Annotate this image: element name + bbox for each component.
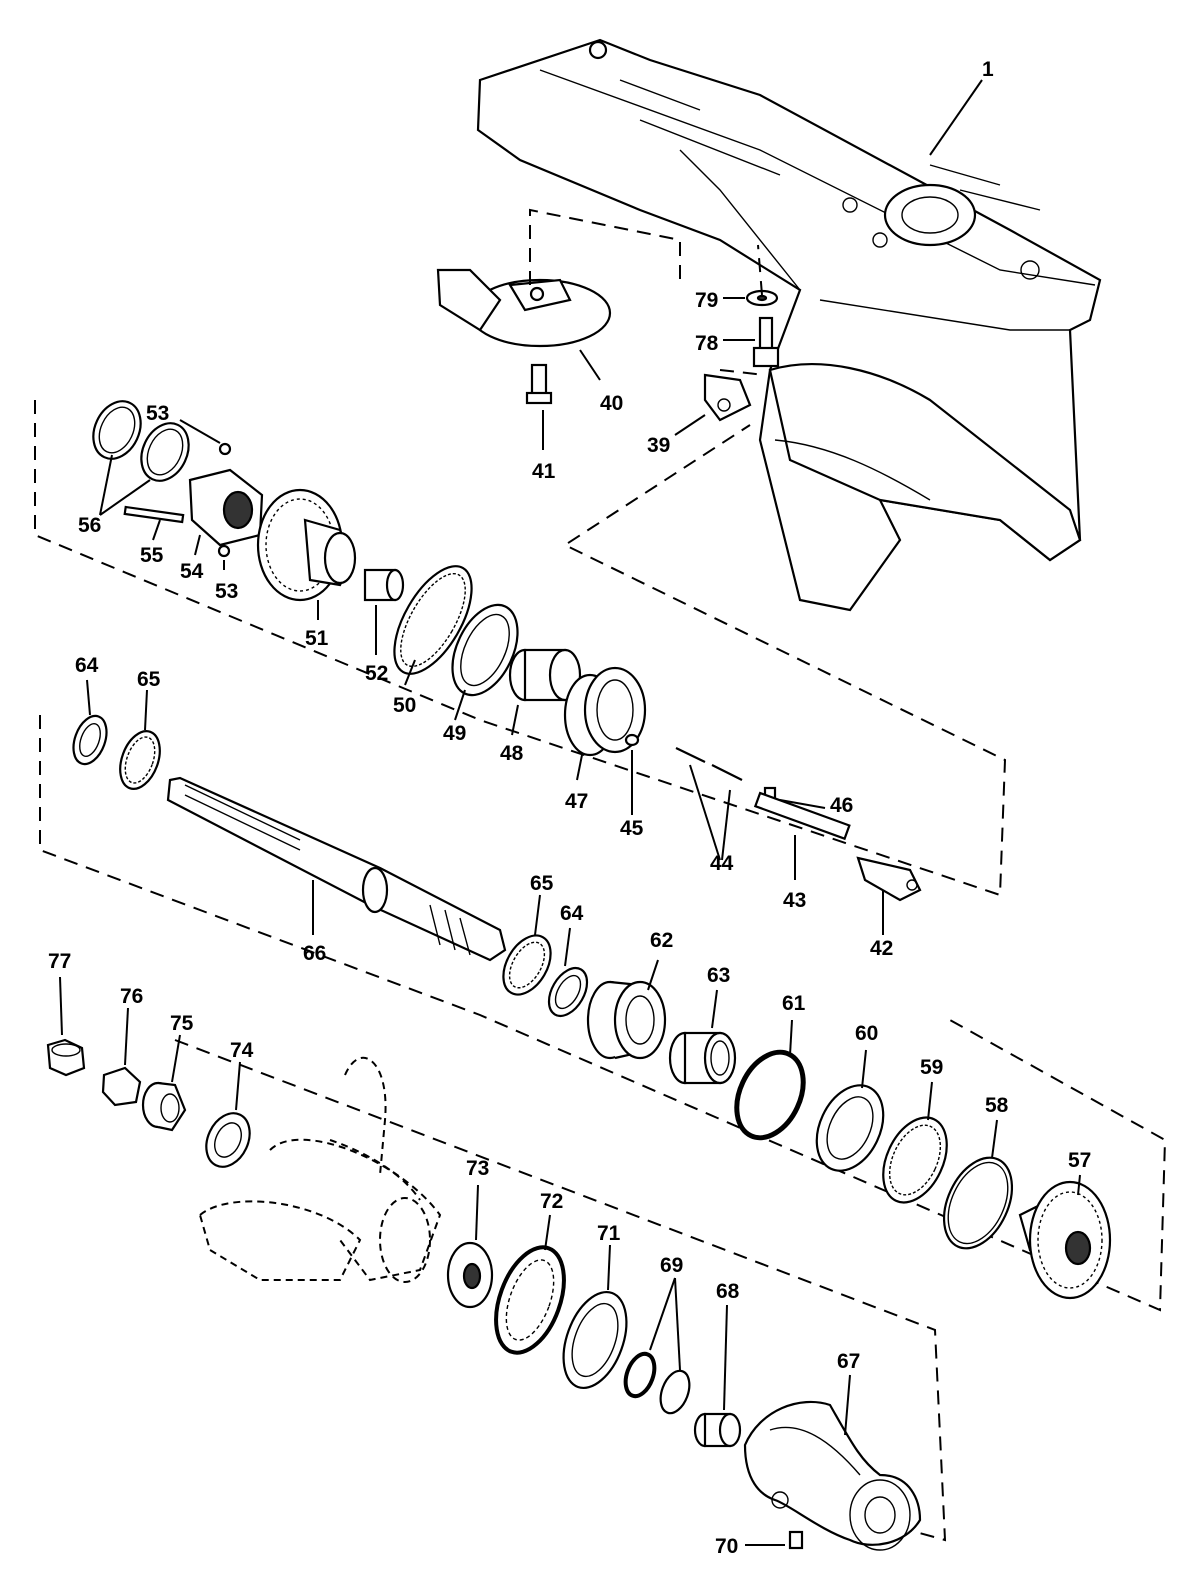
screw-41 (525, 363, 553, 405)
thrust-bearing-65b (502, 934, 552, 996)
thrust-washer-64b (547, 967, 589, 1017)
label-46: 46 (830, 794, 853, 817)
detent-ball-53b (217, 544, 231, 558)
thrust-bearing-50 (393, 565, 473, 675)
label-52: 52 (365, 662, 388, 685)
detent-ball-53a (218, 442, 232, 456)
label-61: 61 (782, 992, 806, 1015)
guide-dash-anode (529, 208, 681, 285)
ring-56b (140, 422, 190, 482)
label-58: 58 (985, 1094, 1009, 1117)
label-50: 50 (393, 694, 416, 717)
label-49: 49 (443, 722, 466, 745)
label-39: 39 (647, 434, 670, 457)
label-78: 78 (695, 332, 719, 355)
label-53a: 53 (146, 402, 169, 425)
thrust-washer-74 (205, 1112, 251, 1168)
label-45: 45 (620, 817, 644, 840)
label-64b: 64 (560, 902, 584, 925)
washer-79 (745, 289, 779, 307)
o-ring-61 (734, 1049, 806, 1141)
label-73: 73 (466, 1157, 489, 1180)
thrust-washer-60 (815, 1084, 885, 1172)
roller-bearing-52 (363, 568, 405, 602)
label-47: 47 (565, 790, 588, 813)
label-54: 54 (180, 560, 204, 583)
label-65b: 65 (530, 872, 554, 895)
retaining-ring-71 (562, 1290, 628, 1390)
nut-39 (703, 373, 752, 422)
label-76: 76 (120, 985, 143, 1008)
label-56: 56 (78, 514, 101, 537)
cam-42 (856, 856, 922, 902)
label-40: 40 (600, 392, 623, 415)
label-79: 79 (695, 289, 718, 312)
detent-ball-45 (624, 733, 640, 747)
label-71: 71 (597, 1222, 621, 1245)
bearing-carrier-62 (586, 980, 667, 1060)
cam-follower-43 (753, 791, 851, 841)
label-53b: 53 (215, 580, 238, 603)
label-74: 74 (230, 1039, 254, 1062)
label-67: 67 (837, 1350, 860, 1373)
clutch-54 (188, 468, 264, 547)
ball-bearing-72 (494, 1245, 566, 1355)
label-1: 1 (982, 58, 994, 81)
thrust-washer-64a (72, 714, 108, 766)
label-77: 77 (48, 950, 71, 973)
thrust-hub-75 (141, 1081, 187, 1132)
label-59: 59 (920, 1056, 943, 1079)
bearing-carrier-67 (743, 1400, 922, 1551)
label-57: 57 (1068, 1149, 1091, 1172)
key-70 (788, 1530, 804, 1550)
oil-seal-69a (623, 1351, 657, 1399)
label-48: 48 (500, 742, 524, 765)
label-70: 70 (715, 1535, 738, 1558)
label-75: 75 (170, 1012, 194, 1035)
label-69: 69 (660, 1254, 683, 1277)
pin-55 (123, 505, 185, 524)
guide-dash-79 (757, 244, 763, 296)
bearing-48 (508, 648, 582, 702)
tab-washer-76 (101, 1066, 142, 1107)
gear-51 (256, 488, 357, 602)
prop-nut-77 (46, 1038, 86, 1077)
washer-73 (446, 1241, 494, 1309)
propeller-outline (198, 1056, 442, 1283)
oil-seal-69b (659, 1369, 691, 1415)
label-64a: 64 (75, 654, 99, 677)
guide-dash-middle (39, 715, 1167, 1312)
leader-1 (929, 79, 983, 156)
gear-housing (476, 38, 1102, 612)
ring-56a (92, 400, 142, 460)
propeller-shaft-66 (166, 776, 507, 962)
screw-78 (752, 316, 780, 368)
label-55: 55 (140, 544, 164, 567)
label-63: 63 (707, 964, 730, 987)
label-60: 60 (855, 1022, 878, 1045)
thrust-bearing-65a (119, 730, 161, 790)
thrust-bearing-59 (882, 1116, 948, 1204)
spring-44 (675, 747, 743, 781)
needle-bearing-63 (668, 1031, 737, 1085)
label-72: 72 (540, 1190, 563, 1213)
label-51: 51 (305, 627, 329, 650)
label-42: 42 (870, 937, 893, 960)
label-43: 43 (783, 889, 806, 912)
bearing-race-47 (563, 666, 647, 757)
gear-57 (1018, 1180, 1112, 1300)
label-65a: 65 (137, 668, 161, 691)
label-66: 66 (303, 942, 326, 965)
anode-plate (436, 268, 612, 348)
label-62: 62 (650, 929, 673, 952)
label-41: 41 (532, 460, 556, 483)
label-68: 68 (716, 1280, 740, 1303)
label-44: 44 (710, 852, 734, 875)
needle-bearing-68 (693, 1412, 742, 1448)
